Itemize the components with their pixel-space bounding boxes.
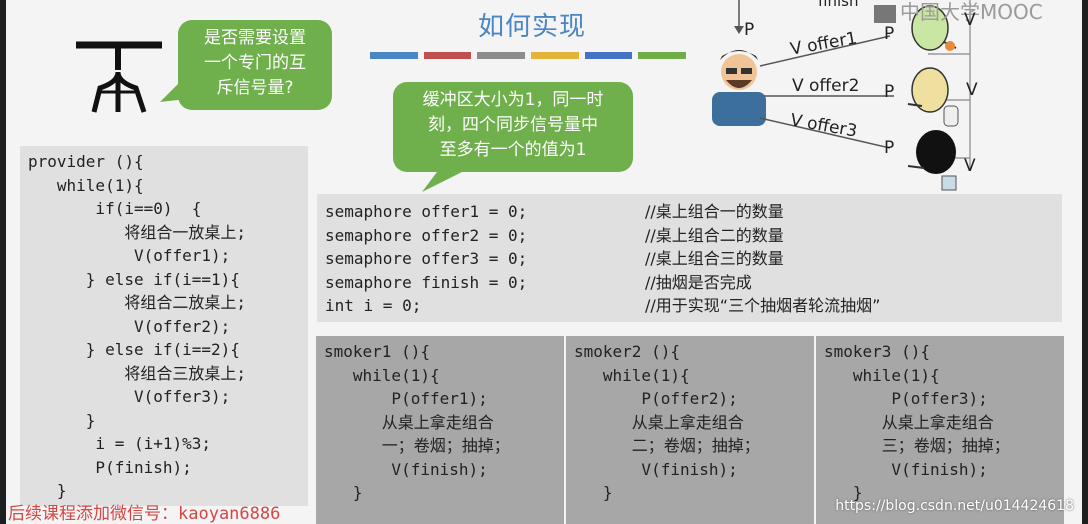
code-line: } xyxy=(324,483,363,502)
code-line: 从桌上拿走组合 xyxy=(324,412,494,432)
smoker1-code-block: smoker1 (){ while(1){ P(offer1); 从桌上拿走组合… xyxy=(316,336,564,524)
mooc-logo: 中国大学MOOC xyxy=(874,0,1043,25)
mooc-logo-text: 中国大学MOOC xyxy=(900,0,1043,24)
bubble-line: 至多有一个的值为1 xyxy=(439,140,587,160)
colorbar-segment xyxy=(423,52,472,59)
code-line: } xyxy=(574,483,613,502)
declaration-comment: //抽烟是否完成 xyxy=(645,272,752,292)
colorbar-segment xyxy=(584,52,633,59)
code-line: smoker1 (){ xyxy=(324,342,430,361)
code-line: V(finish); xyxy=(324,459,488,479)
code-line: V(finish); xyxy=(824,459,988,479)
code-line: P(offer3); xyxy=(824,389,988,408)
bubble-buffer-note: 缓冲区大小为1，同一时 刻，四个同步信号量中 至多有一个的值为1 xyxy=(393,82,633,172)
declaration-code: int i = 0; xyxy=(325,296,422,315)
label-p-top: P xyxy=(744,20,755,40)
code-line: 将组合三放桌上; xyxy=(28,363,246,383)
code-line: provider (){ xyxy=(28,152,144,171)
label-v2: V xyxy=(966,80,978,100)
code-line: V(offer1); xyxy=(28,246,231,265)
smoker3-icon xyxy=(907,130,957,191)
bubble-line: 刻，四个同步信号量中 xyxy=(428,115,598,135)
code-line: } xyxy=(28,410,96,430)
title-colorbar xyxy=(370,52,687,59)
code-line: 一；卷烟；抽掉； xyxy=(324,436,510,455)
declaration-row: semaphore offer1 = 0; //桌上组合一的数量 xyxy=(325,200,1062,224)
code-line: } xyxy=(824,483,863,502)
code-line: while(1){ xyxy=(28,175,144,195)
code-line: 将组合一放桌上; xyxy=(28,222,246,242)
label-v3: V xyxy=(964,156,976,176)
declaration-code: semaphore offer2 = 0; xyxy=(325,225,528,245)
wechat-watermark: 后续课程添加微信号：kaoyan6886 xyxy=(8,504,281,524)
smoker2-icon xyxy=(907,67,959,127)
code-line: 将组合二放桌上; xyxy=(28,293,246,312)
smoker2-code-block: smoker2 (){ while(1){ P(offer2); 从桌上拿走组合… xyxy=(566,336,814,524)
label-v1: V xyxy=(964,10,976,30)
declaration-code: semaphore offer1 = 0; xyxy=(325,202,528,221)
declaration-comment: //桌上组合一的数量 xyxy=(645,202,784,221)
smoker3-code-block: smoker3 (){ while(1){ P(offer3); 从桌上拿走组合… xyxy=(816,336,1064,524)
provider-avatar-icon xyxy=(712,50,766,126)
code-line: } xyxy=(28,481,67,500)
colorbar-segment xyxy=(477,52,526,59)
label-offer2: V offer2 xyxy=(792,76,860,96)
declaration-comment: //用于实现“三个抽烟者轮流抽烟” xyxy=(645,296,881,315)
code-line: if(i==0) { xyxy=(28,199,202,218)
bubble-line: 斥信号量? xyxy=(216,78,294,98)
code-line: smoker2 (){ xyxy=(574,342,680,361)
label-p3: P xyxy=(884,138,895,158)
code-line: P(offer1); xyxy=(324,389,488,408)
declaration-code: semaphore offer3 = 0; xyxy=(325,249,528,268)
label-p1: P xyxy=(884,24,895,44)
declaration-row: semaphore offer2 = 0; //桌上组合二的数量 xyxy=(325,224,1062,248)
code-line: 从桌上拿走组合 xyxy=(824,412,994,432)
label-p2: P xyxy=(884,82,895,102)
label-finish: finish xyxy=(818,0,859,10)
declaration-comment: //桌上组合三的数量 xyxy=(645,249,784,268)
bubble-line: 是否需要设置 xyxy=(204,28,306,48)
csdn-url-watermark: https://blog.csdn.net/u014424618 xyxy=(835,498,1074,514)
code-line: while(1){ xyxy=(324,365,440,385)
declaration-row: semaphore offer3 = 0; //桌上组合三的数量 xyxy=(325,247,1062,271)
video-right-edge xyxy=(1082,0,1088,524)
code-line: while(1){ xyxy=(824,365,940,385)
code-line: 二；卷烟；抽掉； xyxy=(574,436,760,455)
bubble-buffer-tail xyxy=(422,168,470,192)
colorbar-segment xyxy=(531,52,579,59)
colorbar-segment xyxy=(638,52,687,59)
video-left-edge xyxy=(0,0,6,524)
bubble-mutex-question: 是否需要设置 一个专门的互 斥信号量? xyxy=(178,20,332,110)
code-line: smoker3 (){ xyxy=(824,342,930,361)
code-line: V(offer3); xyxy=(28,387,231,406)
colorbar-segment xyxy=(370,52,418,59)
code-line: while(1){ xyxy=(574,365,690,385)
code-line: V(offer2); xyxy=(28,316,231,336)
slide-title: 如何实现 xyxy=(478,12,587,42)
provider-code-block: provider (){ while(1){ if(i==0) { 将组合一放桌… xyxy=(20,146,308,506)
mooc-logo-icon xyxy=(874,4,896,23)
code-line: } else if(i==1){ xyxy=(28,269,240,289)
declaration-comment: //桌上组合二的数量 xyxy=(645,225,784,245)
code-line: P(offer2); xyxy=(574,389,738,408)
code-line: V(finish); xyxy=(574,459,738,479)
code-line: } else if(i==2){ xyxy=(28,340,240,359)
code-line: P(finish); xyxy=(28,457,192,477)
table-icon xyxy=(76,41,162,113)
code-line: i = (i+1)%3; xyxy=(28,434,212,453)
declaration-row: semaphore finish = 0; //抽烟是否完成 xyxy=(325,271,1062,295)
bubble-line: 一个专门的互 xyxy=(204,53,306,73)
bubble-line: 缓冲区大小为1，同一时 xyxy=(422,90,604,110)
smoker1-icon xyxy=(911,5,957,51)
code-line: 三；卷烟；抽掉； xyxy=(824,436,1010,455)
code-line: 从桌上拿走组合 xyxy=(574,412,744,432)
declaration-code: semaphore finish = 0; xyxy=(325,272,528,292)
declaration-row: int i = 0; //用于实现“三个抽烟者轮流抽烟” xyxy=(325,294,1062,318)
